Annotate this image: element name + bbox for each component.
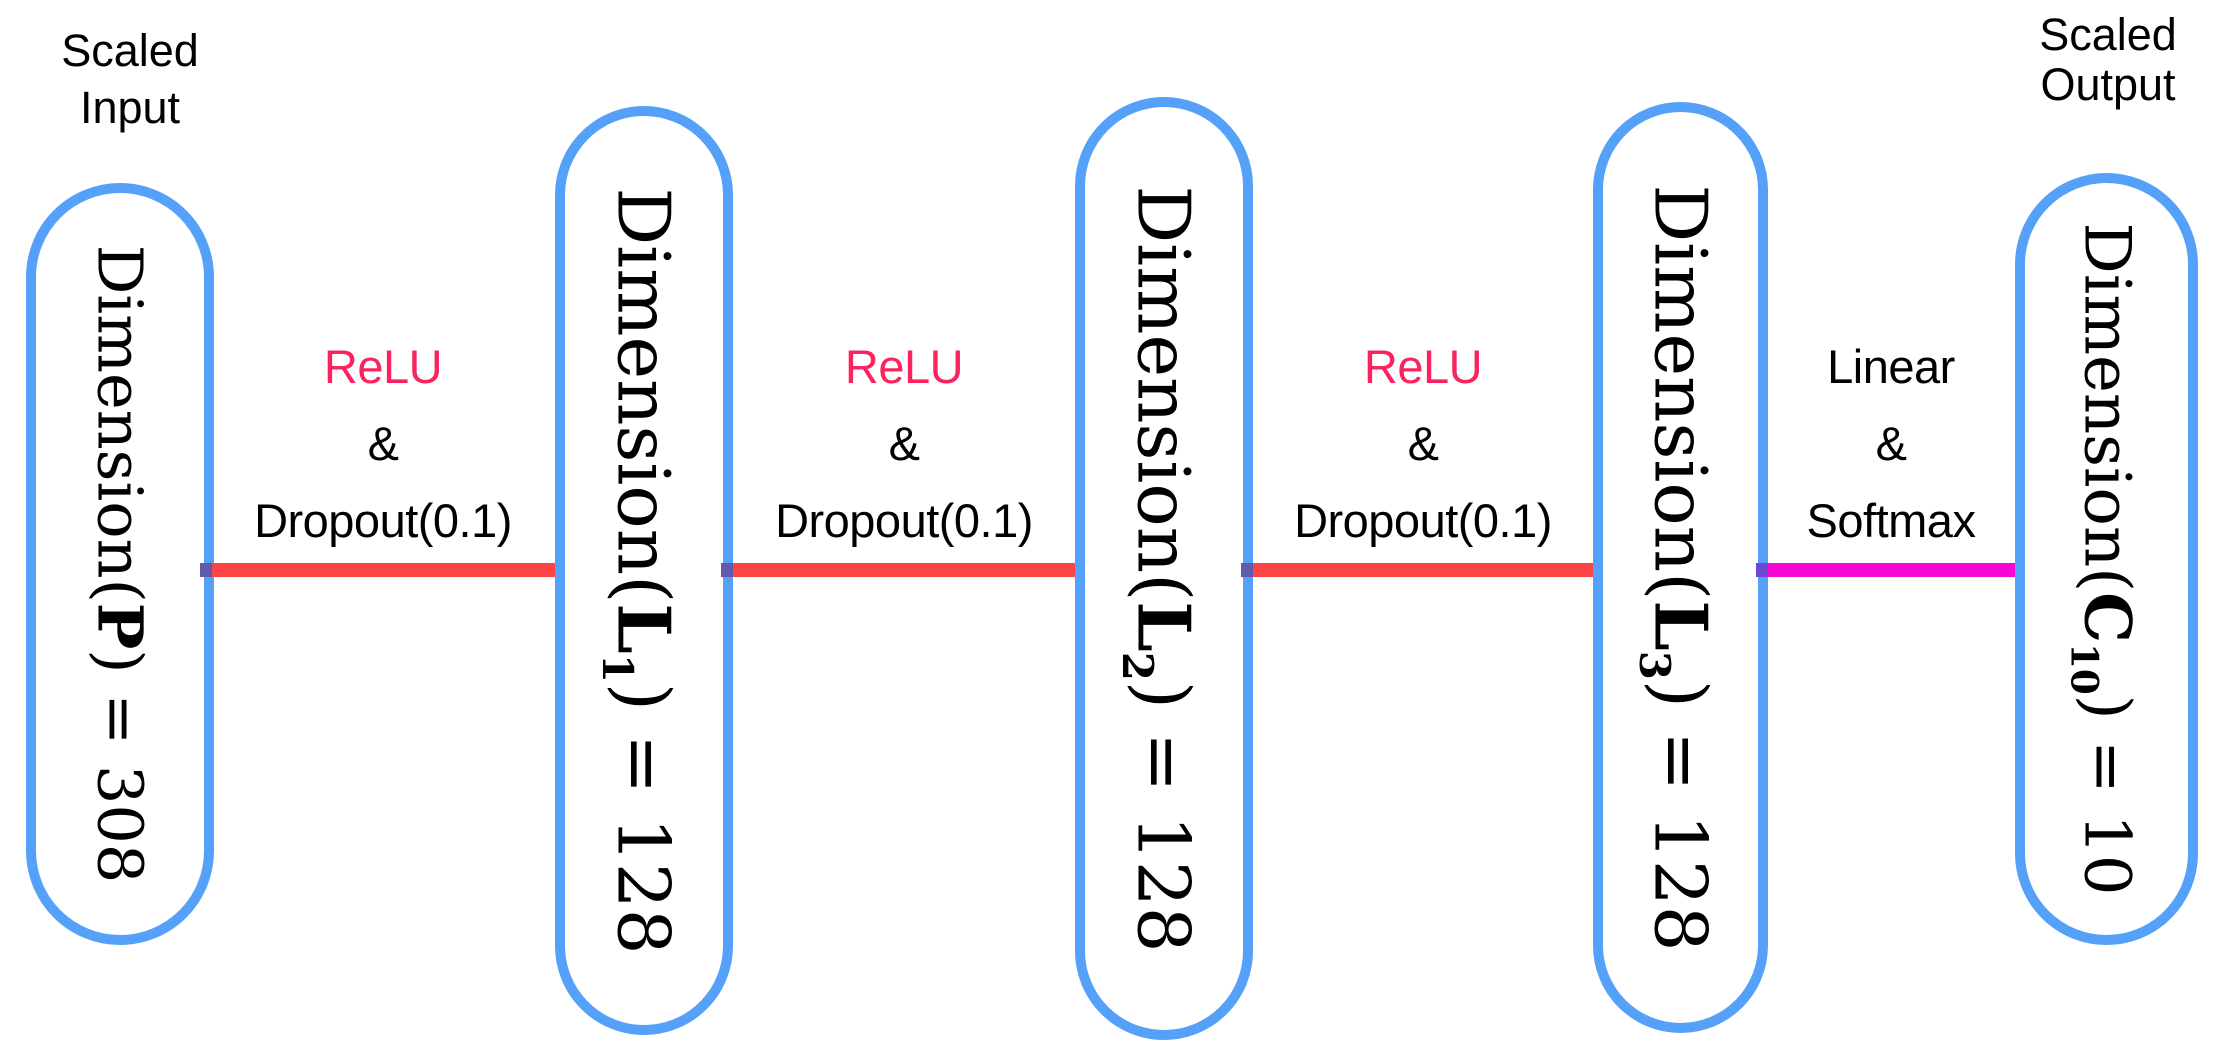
dimension-suffix: ) = bbox=[83, 649, 157, 765]
activation-label-3: ReLU & Dropout(0.1) bbox=[1233, 328, 1613, 559]
dimension-subscript: 2 bbox=[1113, 651, 1163, 681]
dimension-suffix: ) = bbox=[2069, 694, 2143, 815]
connector-line-2 bbox=[721, 563, 1087, 577]
ampersand: & bbox=[888, 417, 920, 470]
dimension-value: 128 bbox=[1121, 814, 1206, 953]
connector-line-3 bbox=[1241, 563, 1607, 577]
dimension-subscript: 10 bbox=[2062, 643, 2107, 695]
dimension-suffix: ) = bbox=[1638, 679, 1722, 814]
dimension-prefix: Dimension( bbox=[1638, 183, 1722, 600]
hidden-layer-3-capsule: Dimension(L3) = 128 bbox=[1593, 102, 1768, 1033]
scaled-output-line2: Output bbox=[2040, 59, 2176, 110]
dimension-label: Dimension(L1) = 128 bbox=[593, 186, 687, 955]
connector-line-1 bbox=[200, 563, 570, 577]
dimension-prefix: Dimension( bbox=[1121, 184, 1206, 601]
dimension-value: 128 bbox=[1638, 813, 1722, 952]
scaled-input-label: Scaled Input bbox=[20, 22, 240, 136]
dimension-subscript: 1 bbox=[593, 653, 643, 683]
ampersand: & bbox=[1407, 417, 1439, 470]
hidden-layer-1-capsule: Dimension(L1) = 128 bbox=[555, 106, 733, 1035]
activation-name: ReLU bbox=[323, 340, 443, 393]
dimension-value: 308 bbox=[83, 764, 157, 884]
dimension-prefix: Dimension( bbox=[2069, 222, 2143, 593]
dropout-label: Dropout(0.1) bbox=[775, 494, 1033, 547]
activation-label-2: ReLU & Dropout(0.1) bbox=[714, 328, 1094, 559]
activation-name: ReLU bbox=[1363, 340, 1483, 393]
dimension-prefix: Dimension( bbox=[601, 186, 686, 603]
dimension-subscript: 3 bbox=[1629, 650, 1679, 680]
dimension-symbol: L bbox=[1121, 600, 1207, 652]
hidden-layer-2-capsule: Dimension(L2) = 128 bbox=[1075, 97, 1253, 1040]
input-layer-capsule: Dimension(P) = 308 bbox=[26, 183, 214, 945]
dimension-symbol: L bbox=[601, 602, 687, 654]
activation-label-1: ReLU & Dropout(0.1) bbox=[193, 328, 573, 559]
dimension-label: Dimension(C10) = 10 bbox=[2062, 222, 2144, 896]
activation-name: ReLU bbox=[844, 340, 964, 393]
dimension-label: Dimension(P) = 308 bbox=[84, 245, 157, 884]
connector-line-4 bbox=[1756, 563, 2029, 577]
dimension-suffix: ) = bbox=[601, 682, 686, 817]
dimension-value: 10 bbox=[2069, 814, 2143, 896]
dropout-label: Dropout(0.1) bbox=[1294, 494, 1552, 547]
scaled-output-line1: Scaled bbox=[2039, 9, 2177, 60]
scaled-output-label: Scaled Output bbox=[1998, 10, 2218, 110]
scaled-input-line2: Input bbox=[79, 82, 181, 133]
dimension-prefix: Dimension( bbox=[83, 244, 157, 603]
dimension-value: 128 bbox=[601, 816, 686, 955]
dimension-symbol: C bbox=[2069, 592, 2144, 644]
ampersand: & bbox=[367, 417, 399, 470]
output-layer-capsule: Dimension(C10) = 10 bbox=[2015, 173, 2198, 945]
dimension-symbol: P bbox=[83, 602, 157, 650]
output-activation-label: Linear & Softmax bbox=[1741, 328, 2041, 559]
softmax-label: Softmax bbox=[1806, 494, 1976, 547]
dropout-label: Dropout(0.1) bbox=[254, 494, 512, 547]
dimension-symbol: L bbox=[1638, 599, 1723, 651]
dimension-label: Dimension(L2) = 128 bbox=[1113, 184, 1207, 953]
dimension-label: Dimension(L3) = 128 bbox=[1630, 183, 1723, 952]
linear-label: Linear bbox=[1827, 340, 1955, 393]
dimension-suffix: ) = bbox=[1121, 680, 1206, 815]
ampersand: & bbox=[1875, 417, 1907, 470]
scaled-input-line1: Scaled bbox=[61, 25, 199, 76]
